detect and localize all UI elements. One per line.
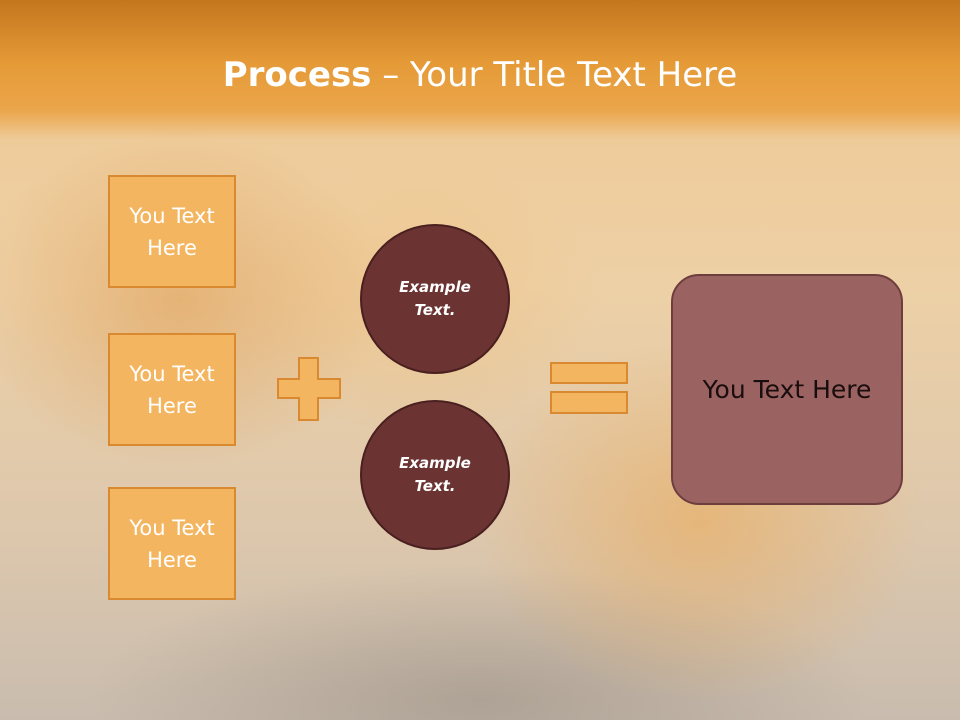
plus-icon xyxy=(277,357,341,421)
example-circle-1: Example Text. xyxy=(360,224,510,374)
title-rest: – Your Title Text Here xyxy=(371,55,738,95)
page-title: Process – Your Title Text Here xyxy=(0,52,960,98)
result-box: You Text Here xyxy=(671,274,903,505)
input-box-2: You Text Here xyxy=(108,333,236,446)
title-bar xyxy=(0,0,960,140)
input-box-3: You Text Here xyxy=(108,487,236,600)
example-circle-2: Example Text. xyxy=(360,400,510,550)
equals-icon xyxy=(550,362,628,414)
input-box-1: You Text Here xyxy=(108,175,236,288)
title-bold: Process xyxy=(222,55,372,95)
